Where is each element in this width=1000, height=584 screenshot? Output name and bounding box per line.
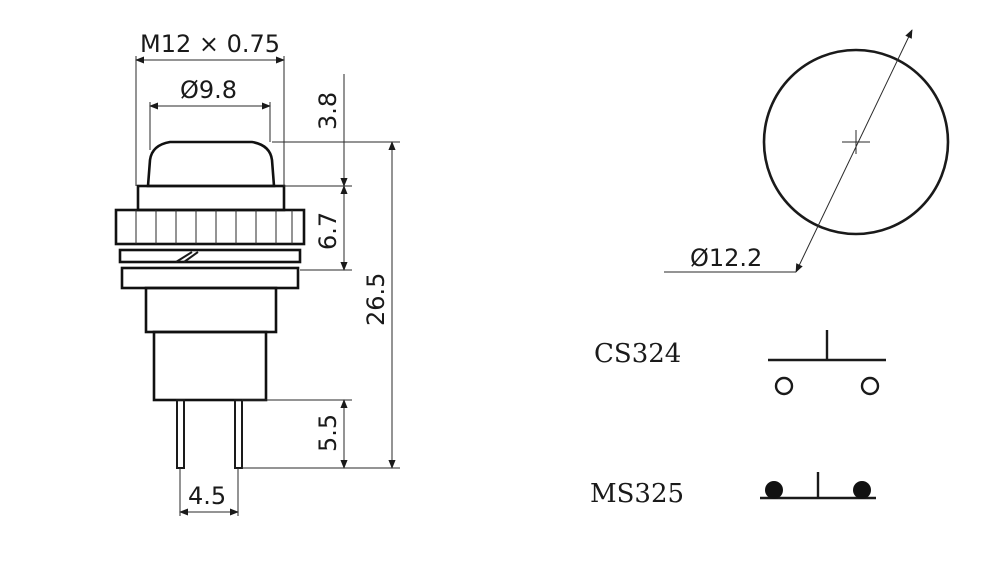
panel-hole-label: Ø12.2 (690, 244, 762, 272)
switch-side-view (114, 140, 306, 469)
pin-length-label: 5.5 (314, 414, 342, 452)
cap-height-label: 3.8 (314, 92, 342, 130)
thread-dimension-label: M12 × 0.75 (140, 30, 280, 58)
nut-height-label: 6.7 (314, 212, 342, 250)
model-label-ms325: MS325 (590, 479, 684, 509)
open-contact-icon (768, 330, 886, 396)
dimension-lines (135, 56, 400, 516)
total-height-label: 26.5 (362, 273, 390, 326)
model-label-cs324: CS324 (594, 339, 681, 369)
cap-diameter-label: Ø9.8 (180, 76, 237, 104)
closed-contact-icon (760, 472, 876, 500)
panel-hole-view (664, 29, 950, 273)
pin-spacing-label: 4.5 (188, 482, 226, 510)
